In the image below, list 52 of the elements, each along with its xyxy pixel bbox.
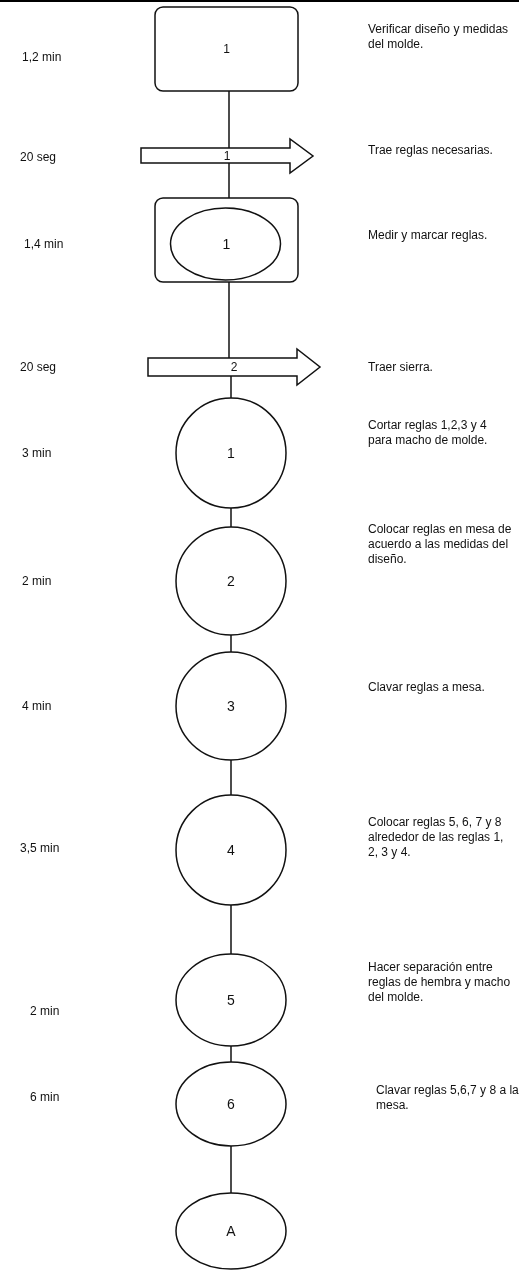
duration-label: 2 min: [30, 1004, 60, 1019]
step-number: 6: [227, 1096, 235, 1112]
connector-line: [230, 759, 232, 796]
step-description: Cortar reglas 1,2,3 y 4 para macho de molde.: [368, 418, 489, 448]
step-description: Clavar reglas 5,6,7 y 8 a la mesa.: [376, 1083, 519, 1113]
duration-label: 20 seg: [20, 150, 57, 165]
step-number: 1: [223, 42, 230, 56]
duration-label: 1,4 min: [24, 237, 64, 252]
step-description: Traer sierra.: [368, 360, 434, 375]
step-number: 3: [227, 698, 235, 714]
connector-line: [230, 904, 232, 955]
step-description: Medir y marcar reglas.: [368, 228, 489, 243]
step-description: Verificar diseño y medidas del molde.: [368, 22, 510, 52]
step-description: Hacer separación entre reglas de hembra y macho del molde.: [368, 960, 512, 1005]
process-box: [155, 7, 298, 91]
step-number: 1: [223, 149, 231, 163]
duration-label: 2 min: [22, 574, 52, 589]
connector-line: [230, 507, 232, 528]
step-number: 2: [227, 573, 235, 589]
connector-line: [230, 634, 232, 653]
duration-label: 6 min: [30, 1090, 60, 1105]
operation-circle: [176, 1193, 286, 1269]
step-description: Colocar reglas 5, 6, 7 y 8 alrededor de las reglas 1, 2, 3 y 4.: [368, 815, 505, 860]
transport-symbol: [148, 349, 320, 385]
step-number: 1: [227, 445, 235, 461]
step-description: Trae reglas necesarias.: [368, 143, 494, 158]
connector-line: [230, 1045, 232, 1063]
connector-line: [230, 1145, 232, 1194]
combined-operation-symbol: [155, 198, 298, 282]
step-number: A: [226, 1223, 236, 1239]
duration-label: 4 min: [22, 699, 52, 714]
operation-circle: [176, 1062, 286, 1146]
step-description: Colocar reglas en mesa de acuerdo a las medidas del diseño.: [368, 522, 513, 567]
step-number: 5: [227, 992, 235, 1008]
step-number: 4: [227, 842, 235, 858]
duration-label: 20 seg: [20, 360, 57, 375]
operation-circle: [176, 652, 286, 760]
operation-circle: [176, 954, 286, 1046]
connector-line: [230, 375, 232, 399]
duration-label: 1,2 min: [22, 50, 62, 65]
step-description: Clavar reglas a mesa.: [368, 680, 486, 695]
connector-line: [228, 281, 230, 359]
transport-symbol: [141, 139, 313, 173]
connector-line: [228, 90, 230, 149]
operation-circle: [176, 527, 286, 635]
operation-circle: [176, 795, 286, 905]
step-number: 2: [230, 360, 238, 374]
connector-line: [228, 162, 230, 199]
step-number: 1: [222, 236, 231, 252]
operation-circle: [176, 398, 286, 508]
duration-label: 3 min: [22, 446, 52, 461]
duration-label: 3,5 min: [20, 841, 60, 856]
